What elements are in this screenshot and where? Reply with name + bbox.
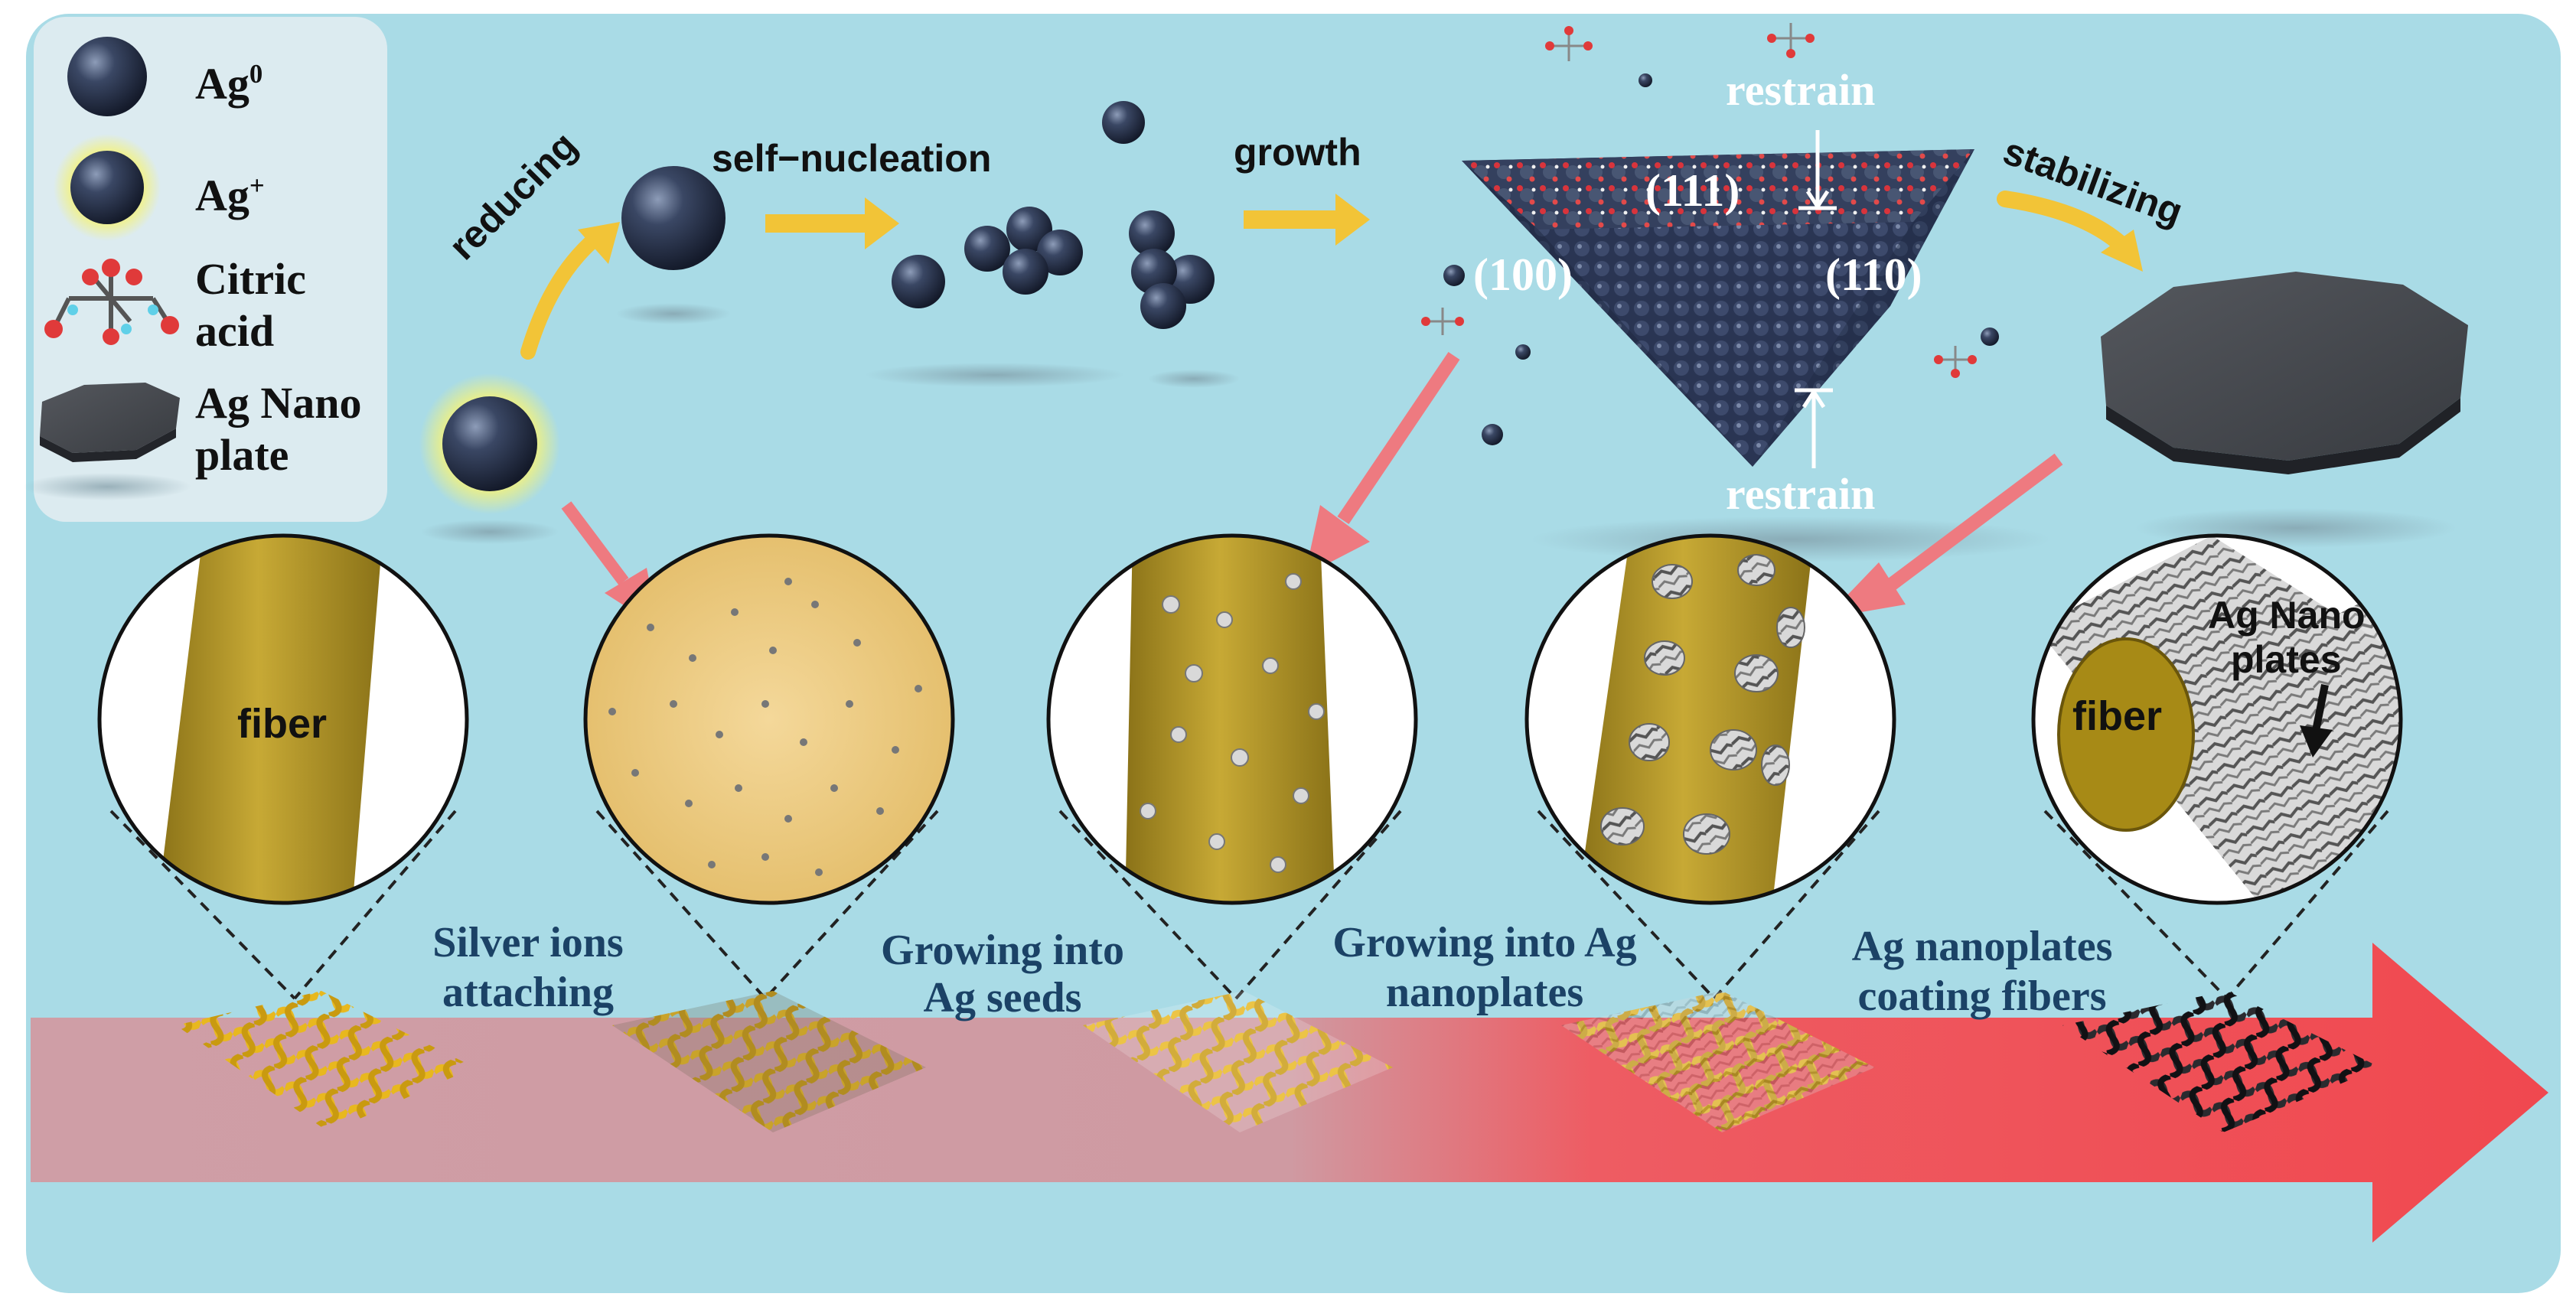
legend-ag0-label: Ag0 [195, 58, 263, 109]
reducing-arrow [520, 230, 605, 360]
ag-nanocrystal [1443, 73, 2051, 562]
nanoplates-label-line2: plates [2231, 638, 2342, 681]
self-nucleation-label: self−nucleation [712, 137, 992, 180]
reducing-arrow-head [578, 222, 620, 264]
fiber-label: fiber [237, 701, 328, 747]
nuclei-cluster [865, 101, 1215, 387]
step-2-label-line2: Ag seeds [923, 974, 1082, 1021]
step-1-label-line1: Silver ions [432, 919, 624, 966]
legend-ag0-sphere [67, 37, 147, 116]
legend-citric-label-line1: Citric [195, 254, 306, 304]
nanoplates-label-line1: Ag Nano [2208, 594, 2366, 637]
restrain-top-marker [1798, 130, 1837, 210]
zoom-circle-nanoplates [1524, 533, 1896, 905]
fabric-mesh-2 [612, 991, 926, 1132]
coated-fiber-label: fiber [2072, 693, 2163, 739]
legend-plate-label-line2: plate [195, 430, 289, 480]
legend-nanoplate-icon [23, 383, 191, 500]
fabric-mesh-4 [1561, 991, 1875, 1132]
legend-agplus-label: Ag+ [195, 170, 265, 220]
step-3-label-line1: Growing into Ag [1332, 919, 1637, 966]
restrain-top-label: restrain [1726, 65, 1876, 115]
zoom-circle-seeds [1046, 533, 1418, 905]
legend-plate-label-line1: Ag Nano [195, 378, 362, 428]
crystal-face-111: (111) [1645, 165, 1740, 216]
step-2-label-line1: Growing into [881, 927, 1124, 974]
agplus-ion-sphere [419, 373, 560, 544]
crystal-face-110: (110) [1825, 249, 1922, 300]
crystal-face-100: (100) [1473, 249, 1573, 300]
self-nucleation-arrow [765, 197, 899, 249]
stabilizing-arrow [1997, 191, 2128, 252]
dashed-connectors [109, 810, 2389, 1000]
fabric-mesh-3 [1083, 991, 1393, 1132]
zoom-circle-coated-fiber [2031, 533, 2403, 905]
legend-agplus-sphere [54, 134, 161, 241]
legend-citric-label-line2: acid [195, 306, 275, 356]
growth-label: growth [1234, 131, 1361, 174]
growth-arrow [1244, 194, 1370, 246]
step-3-label-line2: nanoplates [1385, 969, 1584, 1016]
legend-citric-acid-molecule-icon [44, 259, 179, 345]
stabilizing-arrow-head [2101, 230, 2143, 272]
restrain-bottom-label: restrain [1726, 469, 1876, 519]
zoom-circle-fiber [97, 533, 469, 905]
cluster-shadow [1148, 370, 1240, 388]
step-4-label-line1: Ag nanoplates [1851, 923, 2113, 970]
step-1-label-line2: attaching [442, 969, 614, 1016]
citric-acid-molecules [1421, 23, 1977, 378]
ag0-atom-sphere [616, 166, 731, 324]
zoom-circle-ions [583, 533, 955, 905]
fabric-mesh-5 [2062, 991, 2380, 1132]
restrain-bottom-marker [1795, 388, 1833, 468]
fabric-mesh-1 [176, 991, 474, 1132]
step-4-label-line2: coating fibers [1857, 973, 2107, 1020]
